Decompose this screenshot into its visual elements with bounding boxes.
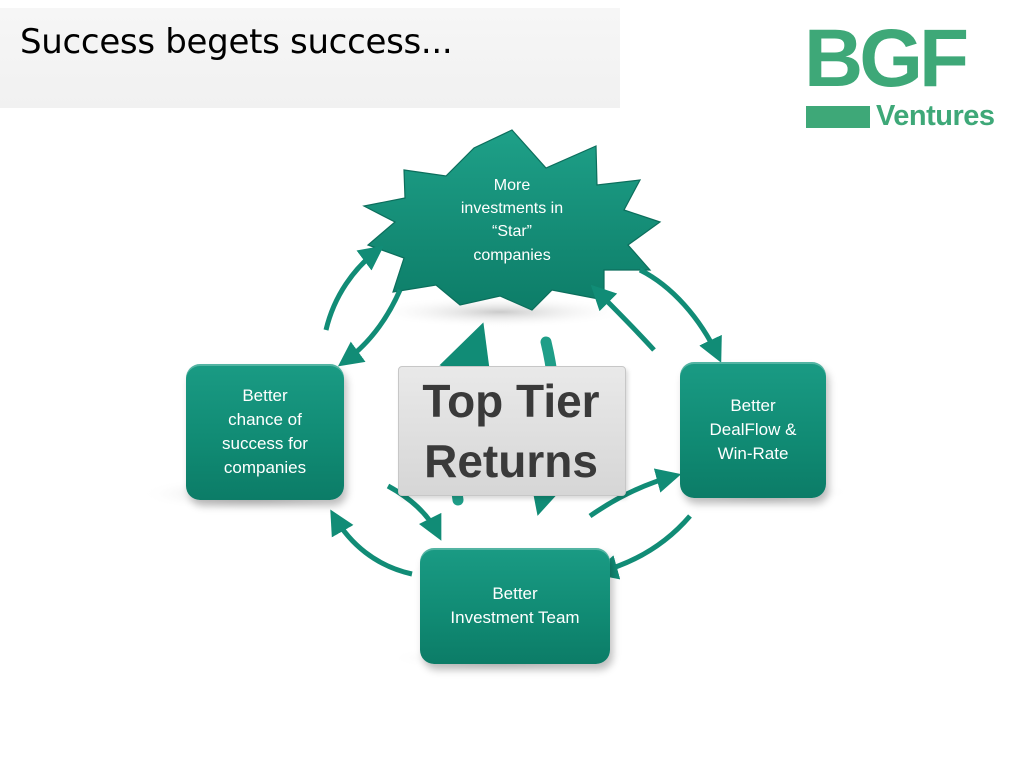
arrow-bottom-to-right [588, 468, 682, 519]
arrow-left-to-bottom [386, 483, 442, 541]
logo-letters: BGF [804, 13, 969, 104]
arrow-left-to-star [323, 245, 384, 331]
right-node-label: Better DealFlow & Win-Rate [709, 396, 797, 463]
arrow-star-to-right [638, 267, 722, 363]
star-burst-shape [362, 129, 662, 311]
bottom-node-label: Better Investment Team [450, 584, 580, 627]
logo-bar [806, 106, 870, 128]
arrow-right-to-bottom [592, 514, 692, 580]
bottom-node: Better Investment Team [420, 548, 610, 664]
arrow-bottom-to-left [330, 509, 413, 577]
arrow-right-to-star [590, 284, 656, 352]
center-box [398, 366, 626, 496]
arrow-star-to-left [337, 288, 403, 367]
title-band [0, 8, 620, 108]
star-node-label: More investments in “Star” companies [460, 177, 564, 264]
star-shadow [370, 296, 630, 328]
right-node: Better DealFlow & Win-Rate [680, 362, 826, 498]
logo-subtitle: Ventures [876, 100, 995, 132]
slide-title: Success begets success... [20, 22, 453, 62]
center-label: Top Tier Returns [422, 375, 600, 487]
left-node: Better chance of success for companies [186, 364, 344, 500]
bgf-ventures-logo: BGF Ventures [804, 18, 1006, 136]
left-node-label: Better chance of success for companies [222, 386, 308, 477]
